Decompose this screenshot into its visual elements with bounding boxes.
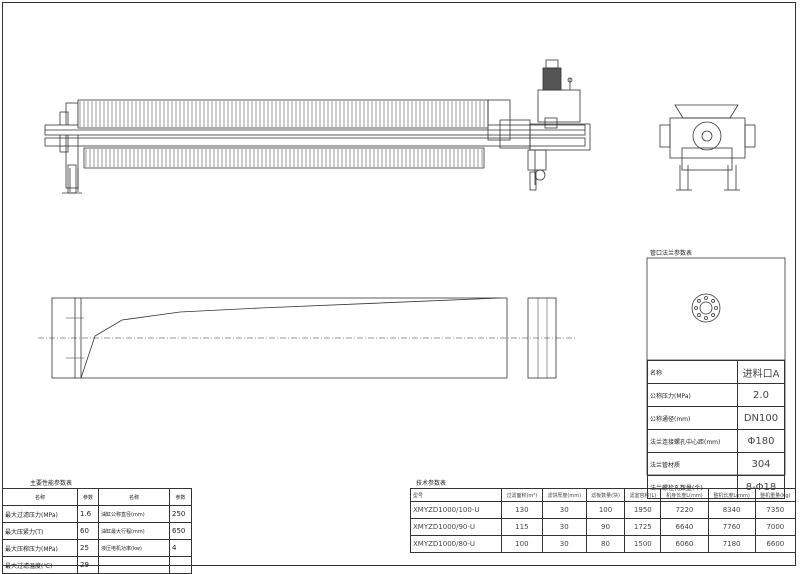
drawing-frame — [2, 2, 796, 566]
tech-params-table: 型号 过滤面积(m²) 滤饼厚度(mm) 滤板数量(块) 滤室容积(L) 机身长… — [410, 488, 797, 553]
table-row: 公称压力(MPa)2.0 — [647, 383, 785, 407]
flange-table-title: 管口法兰参数表 — [650, 250, 693, 257]
side-view — [659, 104, 756, 191]
table-row: 公称通径(mm)DN100 — [647, 406, 785, 430]
main-params-title: 主要性能参数表 — [30, 480, 73, 487]
flange-table: 名称 进料口A 公称压力(MPa)2.0 公称通径(mm)DN100 法兰连接螺… — [647, 360, 785, 499]
tech-params-title: 技术参数表 — [416, 480, 447, 487]
front-view — [44, 59, 591, 194]
table-row: 名称 进料口A — [647, 360, 785, 384]
plan-view — [38, 297, 575, 379]
table-row: 法兰连接螺孔中心距(mm)Φ180 — [647, 429, 785, 453]
table-row: 型号 过滤面积(m²) 滤饼厚度(mm) 滤板数量(块) 滤室容积(L) 机身长… — [410, 488, 797, 502]
table-row: 最大过滤温度(℃)29 — [2, 556, 192, 574]
table-row: 名称 参数 名称 参数 — [2, 488, 192, 506]
